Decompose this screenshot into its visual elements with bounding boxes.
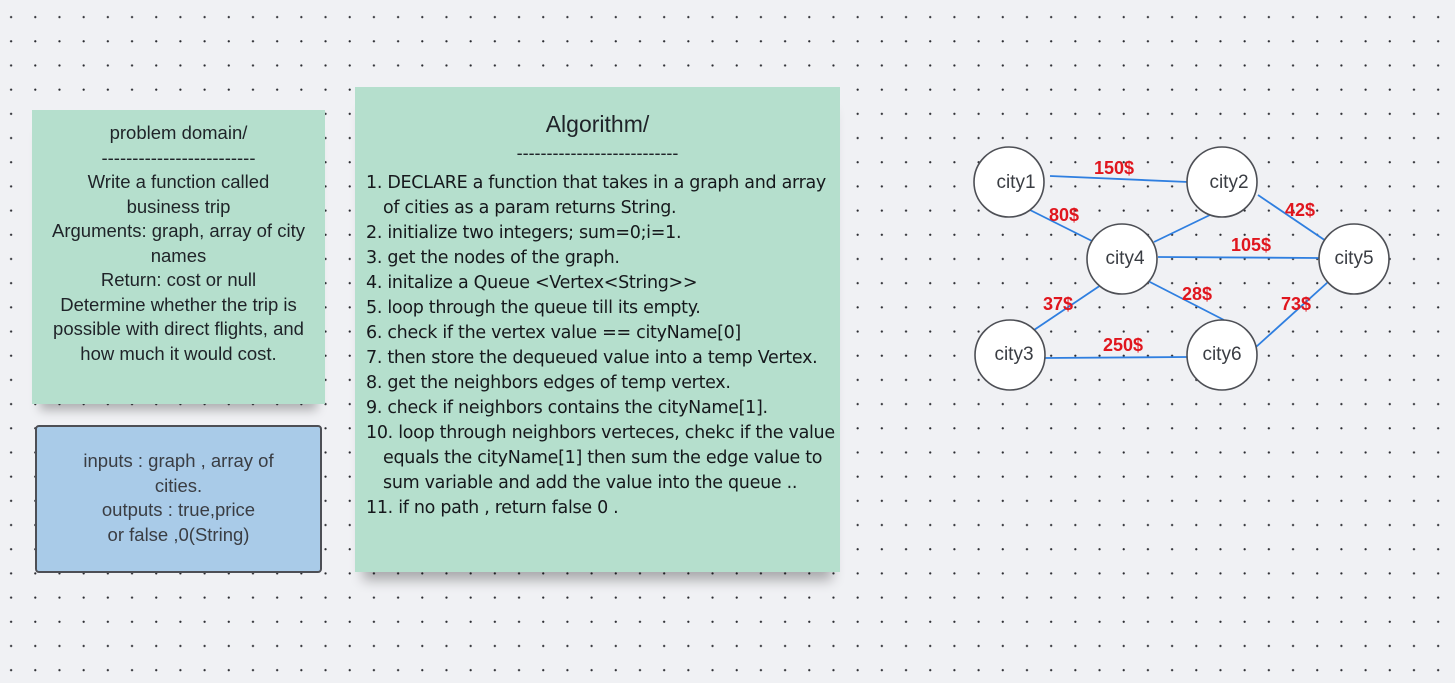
node-label: city5 bbox=[1334, 248, 1373, 269]
node-city6[interactable]: city6 bbox=[1186, 319, 1258, 391]
node-label: city2 bbox=[1209, 172, 1248, 193]
edge-label-city1-city2: 150$ bbox=[1094, 158, 1134, 178]
city-graph[interactable]: city1 city2 city4 city5 city3 city6 150$… bbox=[960, 140, 1400, 400]
problem-domain-line: possible with direct flights, and bbox=[53, 318, 304, 339]
problem-domain-line: Write a function called bbox=[87, 171, 270, 192]
node-city4[interactable]: city4 bbox=[1086, 223, 1158, 295]
edge-city4-city3[interactable] bbox=[1033, 284, 1102, 331]
node-city2[interactable]: city2 bbox=[1186, 146, 1258, 218]
io-line: outputs : true,price bbox=[101, 499, 256, 520]
io-note[interactable]: inputs : graph , array of cities. output… bbox=[35, 425, 322, 573]
edge-label-city1-city4: 80$ bbox=[1049, 205, 1079, 225]
edge-city4-city2[interactable] bbox=[1153, 213, 1213, 243]
node-city1[interactable]: city1 bbox=[973, 146, 1045, 218]
node-label: city3 bbox=[994, 344, 1033, 365]
edge-label-city4-city3: 37$ bbox=[1043, 294, 1073, 314]
edge-city3-city6[interactable] bbox=[1043, 356, 1189, 359]
algorithm-step: 9. check if neighbors contains the cityN… bbox=[366, 398, 768, 418]
algorithm-step: 8. get the neighbors edges of temp verte… bbox=[366, 373, 731, 393]
edge-city1-city2[interactable] bbox=[1049, 175, 1189, 183]
algorithm-step: 6. check if the vertex value == cityName… bbox=[366, 323, 741, 343]
edge-label-city3-city6: 250$ bbox=[1103, 335, 1143, 355]
algorithm-step: 4. initalize a Queue <Vertex<String>> bbox=[366, 273, 698, 293]
algorithm-title: Algorithm/ bbox=[545, 111, 650, 137]
edge-label-city5-city6: 73$ bbox=[1281, 294, 1311, 314]
edge-label-city2-city5: 42$ bbox=[1285, 200, 1315, 220]
algorithm-step: 3. get the nodes of the graph. bbox=[366, 248, 620, 268]
algorithm-step: 11. if no path , return false 0 . bbox=[366, 498, 619, 518]
io-line: cities. bbox=[154, 474, 203, 496]
node-label: city6 bbox=[1202, 344, 1241, 365]
problem-domain-divider: ------------------------- bbox=[101, 146, 256, 168]
problem-domain-line: how much it would cost. bbox=[80, 342, 277, 364]
io-line: inputs : graph , array of bbox=[83, 450, 274, 471]
problem-domain-line: Determine whether the trip is bbox=[60, 293, 297, 315]
algorithm-steps: 1. DECLARE a function that takes in a gr… bbox=[366, 171, 836, 521]
edge-labels: 150$ 80$ 42$ 105$ 37$ 28$ 73$ 250$ bbox=[1043, 158, 1315, 355]
io-line: or false ,0(String) bbox=[107, 523, 250, 545]
algorithm-step: 1. DECLARE a function that takes in a gr… bbox=[366, 173, 826, 218]
algorithm-step: 5. loop through the queue till its empty… bbox=[366, 298, 701, 318]
problem-domain-note[interactable]: problem domain/ ------------------------… bbox=[32, 110, 325, 404]
edge-city1-city4[interactable] bbox=[1029, 209, 1093, 242]
graph-edges bbox=[1029, 175, 1329, 359]
problem-domain-line: names bbox=[150, 244, 207, 266]
node-city5[interactable]: city5 bbox=[1318, 223, 1390, 295]
edge-city4-city6[interactable] bbox=[1147, 280, 1225, 321]
problem-domain-line: Arguments: graph, array of city bbox=[52, 220, 305, 241]
edge-city2-city5[interactable] bbox=[1257, 194, 1327, 242]
node-city3[interactable]: city3 bbox=[974, 319, 1046, 391]
algorithm-divider: --------------------------- bbox=[516, 143, 679, 163]
problem-domain-line: Return: cost or null bbox=[100, 269, 257, 290]
algorithm-note[interactable]: Algorithm/ --------------------------- 1… bbox=[355, 87, 840, 572]
problem-domain-line: business trip bbox=[126, 195, 231, 217]
algorithm-step: 7. then store the dequeued value into a … bbox=[366, 348, 818, 368]
node-label: city4 bbox=[1105, 248, 1145, 269]
algorithm-step: 2. initialize two integers; sum=0;i=1. bbox=[366, 223, 682, 243]
graph-nodes: city1 city2 city4 city5 city3 city6 bbox=[973, 146, 1390, 391]
edge-label-city4-city5: 105$ bbox=[1231, 235, 1271, 255]
edge-city4-city5[interactable] bbox=[1157, 256, 1320, 259]
node-label: city1 bbox=[996, 172, 1035, 193]
edge-label-city4-city6: 28$ bbox=[1182, 284, 1212, 304]
algorithm-step: 10. loop through neighbors verteces, che… bbox=[366, 423, 835, 493]
edge-city5-city6[interactable] bbox=[1255, 281, 1329, 348]
problem-domain-title: problem domain/ bbox=[109, 122, 248, 143]
